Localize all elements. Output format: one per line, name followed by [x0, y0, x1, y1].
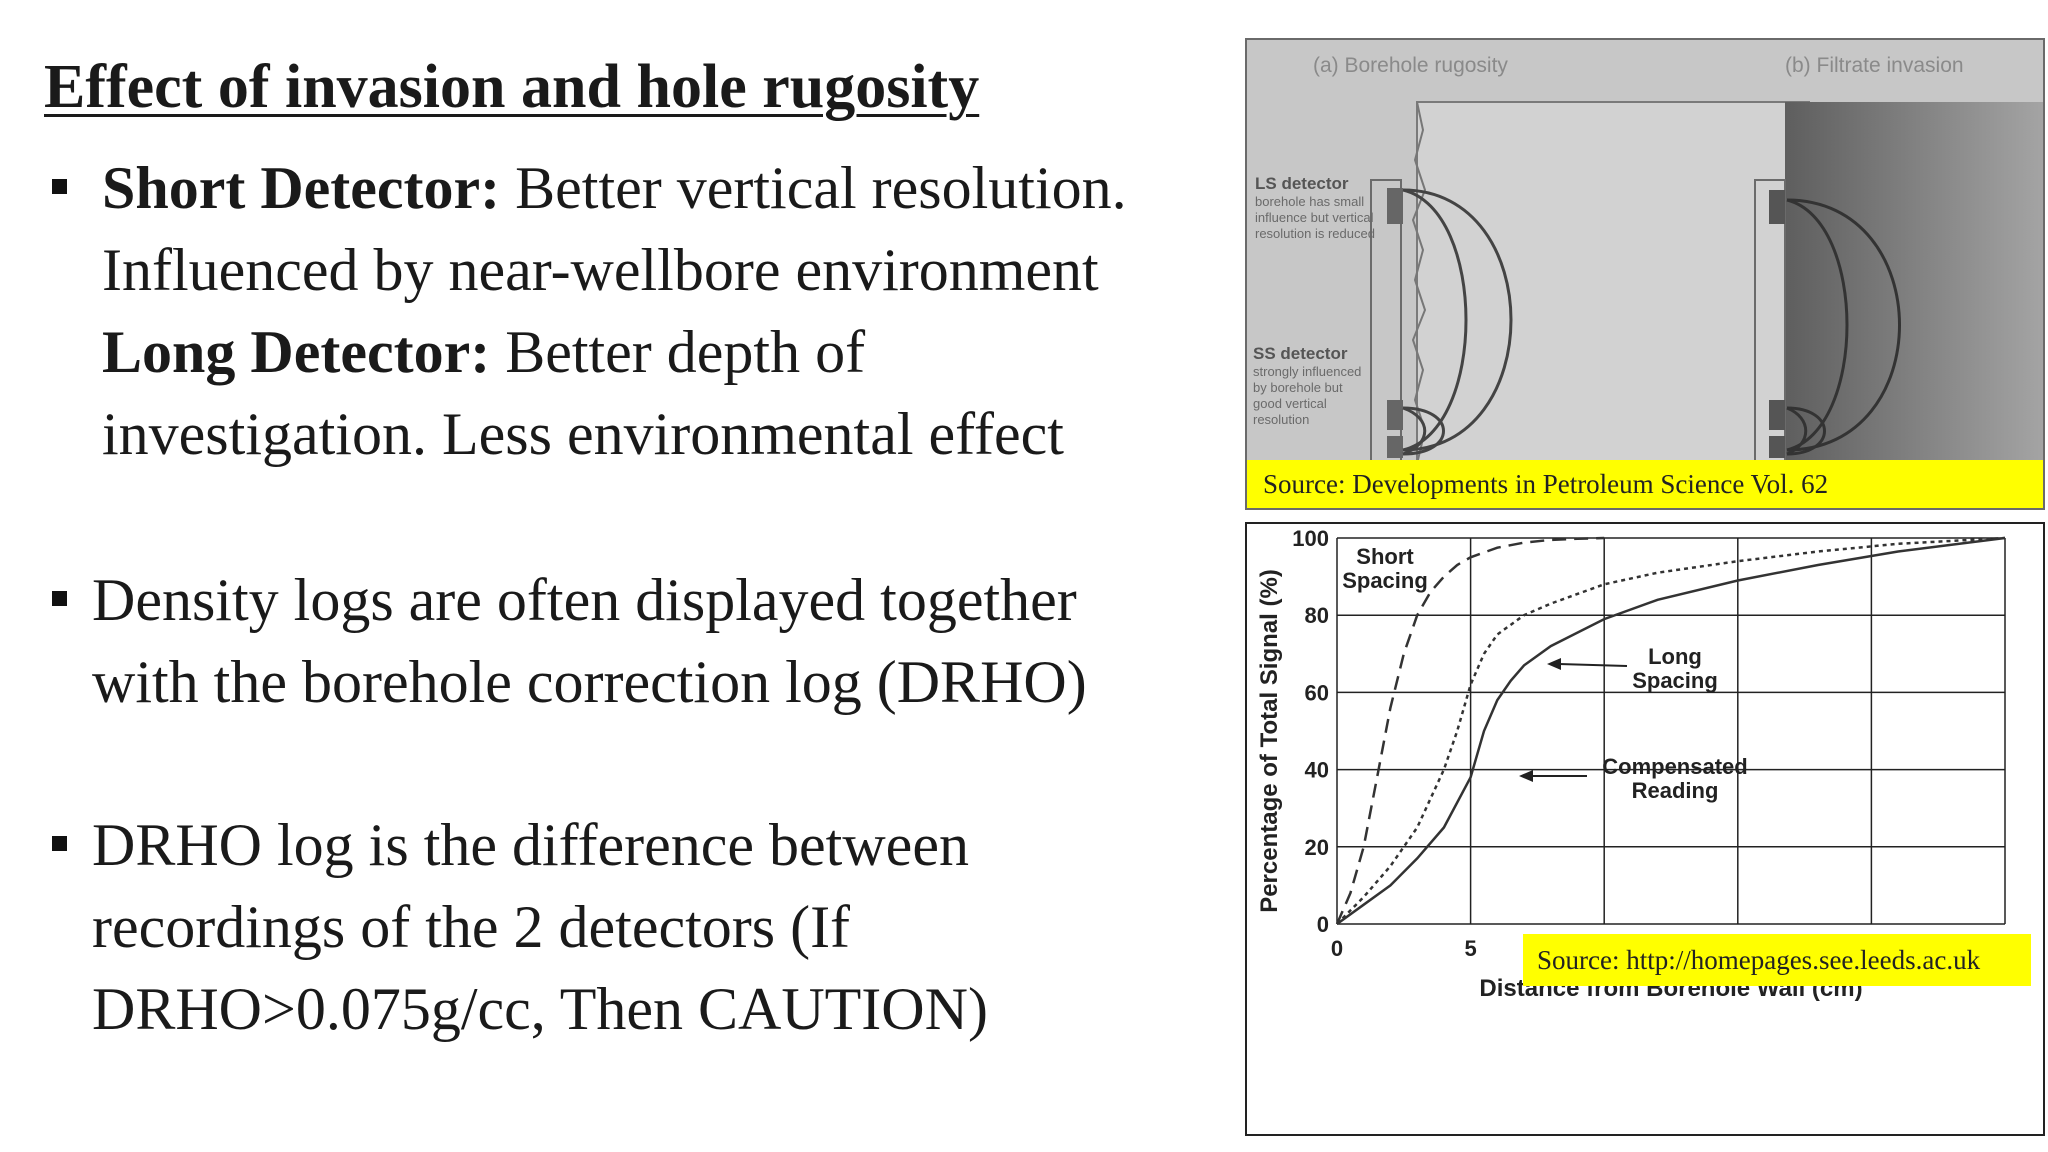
annotation-label-compensated-reading-line2: Reading — [1632, 778, 1719, 803]
series-line-short-spacing — [1335, 536, 1605, 925]
source-caption-top: Source: Developments in Petroleum Scienc… — [1247, 460, 2043, 508]
y-tick-label: 60 — [1305, 680, 1329, 705]
bullet-bold: Short Detector: — [102, 155, 501, 221]
series-line-compensated-reading — [1336, 536, 2006, 926]
annotation-label-short-spacing-line2: Spacing — [1342, 568, 1428, 593]
annotation-arrowhead-compensated-reading — [1519, 770, 1533, 782]
bullet-line: Influenced by near-wellbore environment — [102, 237, 1099, 303]
ss-detector-b — [1769, 400, 1785, 430]
signal-chart: 0204060801000510152025Distance from Bore… — [1256, 526, 2017, 1002]
ss-arc-b — [1786, 406, 1826, 456]
annotation-label-long-spacing: Long — [1648, 644, 1702, 669]
bullet-detectors: Short Detector: Better vertical resoluti… — [102, 147, 1127, 475]
x-tick-label: 0 — [1331, 936, 1343, 961]
label-filtrate-invasion: (b) Filtrate invasion — [1785, 54, 1964, 77]
formation-b — [1785, 102, 2043, 464]
ls-detector-b — [1769, 190, 1785, 224]
ss-detector-a — [1387, 400, 1403, 430]
borehole-diagram — [1370, 101, 2043, 471]
ls-arc-inner-a — [1402, 188, 1468, 452]
x-tick-label: 5 — [1464, 936, 1476, 961]
bullet-bold: Long Detector: — [102, 319, 491, 385]
y-tick-label: 40 — [1305, 758, 1329, 783]
ls-detector-a — [1387, 188, 1403, 224]
borehole-diagram-figure: (a) Borehole rugosity (b) Filtrate invas… — [1245, 38, 2045, 510]
y-tick-label: 80 — [1305, 603, 1329, 628]
source-b — [1769, 436, 1785, 458]
bullet-line: investigation. Less environmental effect — [102, 401, 1064, 467]
source-a — [1387, 436, 1403, 458]
signal-chart-figure: 0204060801000510152025Distance from Bore… — [1245, 522, 2045, 1136]
bullet-line: DRHO log is the difference between — [92, 812, 969, 878]
series-line-long-spacing — [1336, 536, 2006, 925]
rugose-wall — [1411, 101, 1427, 465]
annotation-label-long-spacing-line2: Spacing — [1632, 668, 1718, 693]
y-axis-label: Percentage of Total Signal (%) — [1256, 569, 1283, 913]
bullet-line: with the borehole correction log (DRHO) — [92, 649, 1087, 715]
annotation-arrow-long-spacing — [1558, 663, 1628, 667]
bullet-drho: DRHO log is the difference between recor… — [92, 804, 988, 1050]
y-tick-label: 20 — [1305, 835, 1329, 860]
y-tick-label: 0 — [1317, 912, 1329, 937]
bullet-line: recordings of the 2 detectors (If — [92, 894, 851, 960]
bullet-marker — [52, 836, 67, 851]
annotation-label-short-spacing: Short — [1356, 544, 1414, 569]
ls-arc-b — [1786, 198, 1901, 452]
ss-detector-note: SS detector strongly influenced by boreh… — [1253, 344, 1373, 428]
formation-a — [1416, 101, 1810, 465]
bullet-line: DRHO>0.075g/cc, Then CAUTION) — [92, 976, 988, 1042]
ss-arc-inner-a — [1402, 406, 1427, 456]
bullet-marker — [52, 591, 67, 606]
bullet-line: Short Detector: Better vertical resoluti… — [102, 155, 1127, 221]
annotation-arrowhead-long-spacing — [1547, 658, 1561, 670]
ss-arc-a — [1402, 406, 1445, 456]
bullet-line: Density logs are often displayed togethe… — [92, 567, 1077, 633]
bullet-density-logs: Density logs are often displayed togethe… — [92, 559, 1087, 723]
bullet-marker — [52, 179, 67, 194]
source-caption-chart: Source: http://homepages.see.leeds.ac.uk — [1523, 934, 2031, 986]
y-tick-label: 100 — [1292, 526, 1329, 551]
annotation-label-compensated-reading: Compensated — [1602, 754, 1747, 779]
slide-title: Effect of invasion and hole rugosity — [44, 53, 980, 121]
ls-detector-note: LS detector borehole has small influence… — [1255, 174, 1375, 241]
ls-detector-heading: LS detector — [1255, 174, 1349, 193]
ss-arc-inner-b — [1786, 406, 1808, 456]
ls-arc-inner-b — [1786, 198, 1849, 452]
bullet-line: Long Detector: Better depth of — [102, 319, 866, 385]
ls-arc-a — [1402, 188, 1513, 452]
label-borehole-rugosity: (a) Borehole rugosity — [1313, 54, 1508, 77]
ss-detector-heading: SS detector — [1253, 344, 1348, 363]
